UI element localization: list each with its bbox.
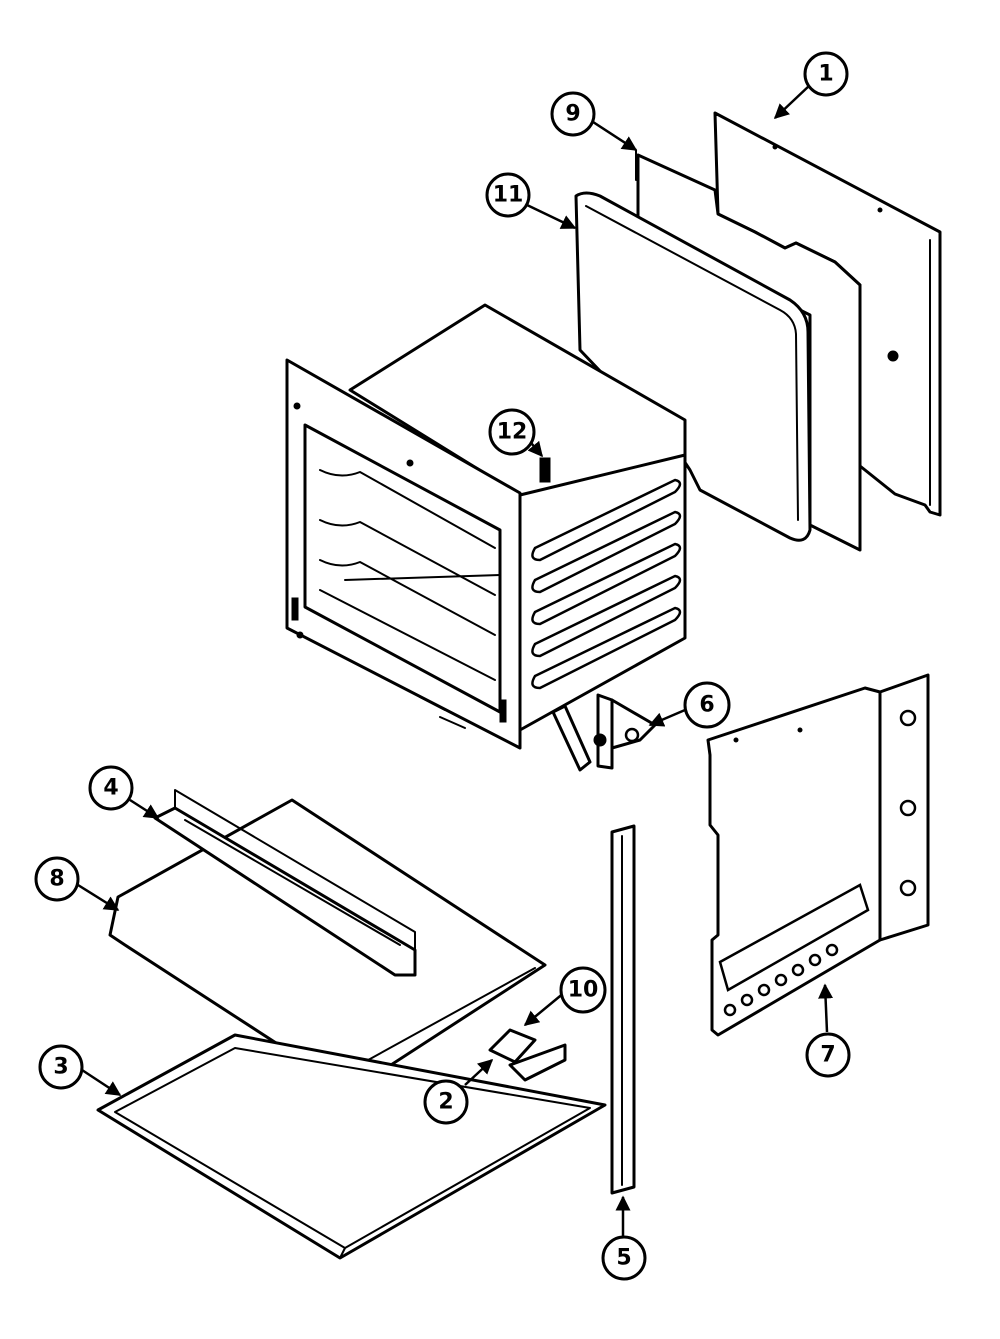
callout-11-label: 11 [493,183,524,208]
callout-5-label: 5 [616,1246,631,1271]
callout-11: 11 [485,172,531,218]
part-bracket-10 [488,1028,537,1064]
callout-12: 12 [488,408,536,456]
callout-8-label: 8 [49,867,64,892]
callout-4: 4 [88,765,134,811]
callout-12-label: 12 [497,420,528,445]
callout-4-label: 4 [103,776,118,801]
callout-9: 9 [550,91,596,137]
callout-2-label: 2 [438,1090,453,1115]
callout-6: 6 [683,681,731,729]
part-rear-cover [574,191,812,542]
callout-1-label: 1 [818,62,833,87]
part-side-panel [706,673,930,1037]
part-burner-rail [153,789,417,977]
callout-10-label: 10 [568,978,599,1003]
callout-9-label: 9 [565,102,580,127]
callout-10: 10 [559,966,607,1014]
callout-3-label: 3 [53,1055,68,1080]
callout-5: 5 [601,1235,647,1281]
callout-1: 1 [803,51,849,97]
part-bracket-2 [508,1043,567,1082]
callout-7-label: 7 [820,1043,835,1068]
callout-3: 3 [38,1044,84,1090]
part-bottom-tray [96,1033,607,1260]
part-vertical-trim [610,824,636,1195]
callout-7: 7 [805,1032,851,1078]
part-bottom-shield [108,798,547,1087]
callout-6-label: 6 [699,693,714,718]
callout-8: 8 [34,856,80,902]
callout-2: 2 [423,1079,469,1125]
leader-lines [77,84,834,1236]
part-hinge-bracket [551,693,657,772]
